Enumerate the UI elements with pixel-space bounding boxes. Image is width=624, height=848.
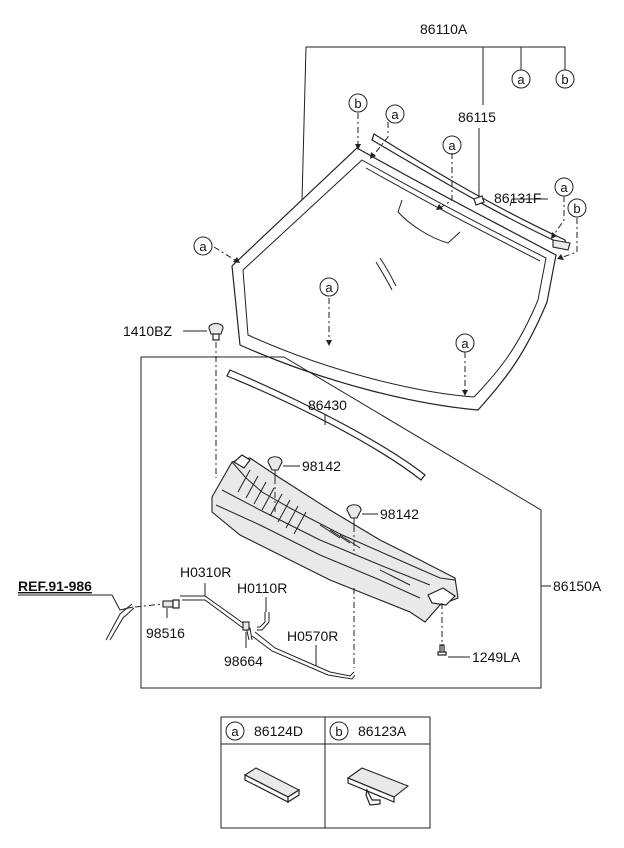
legend-table: a 86124D b 86123A bbox=[220, 716, 431, 829]
label-86150A: 86150A bbox=[553, 578, 602, 594]
svg-text:b: b bbox=[354, 96, 361, 111]
callout-b-3: b bbox=[567, 198, 587, 218]
callout-a-7: a bbox=[455, 333, 475, 353]
arrow-a-bottomright bbox=[462, 390, 468, 396]
hose-H0110R bbox=[257, 612, 270, 631]
leader-86110A-frame bbox=[301, 46, 566, 201]
callout-b-1: b bbox=[555, 69, 575, 89]
clip-1410BZ bbox=[208, 322, 224, 341]
label-1410BZ: 1410BZ bbox=[123, 323, 172, 339]
legend-part-a-illustration bbox=[243, 767, 301, 804]
callout-a-6: a bbox=[319, 277, 339, 297]
hose-H0570R bbox=[254, 631, 355, 677]
svg-text:b: b bbox=[561, 72, 568, 87]
label-86110A: 86110A bbox=[420, 21, 468, 37]
hose-H0310R bbox=[180, 595, 253, 641]
ref-hose-b bbox=[109, 607, 135, 641]
fastener-98142-b bbox=[346, 504, 362, 526]
legend-part-b-illustration bbox=[346, 767, 410, 806]
label-98664: 98664 bbox=[224, 653, 263, 669]
label-98516: 98516 bbox=[146, 625, 185, 641]
callout-a-4: a bbox=[554, 177, 574, 197]
svg-text:a: a bbox=[461, 336, 469, 351]
callout-a-1: a bbox=[511, 69, 531, 89]
arrow-a-bottom bbox=[326, 340, 332, 346]
legend-callout-a: a bbox=[225, 721, 245, 741]
arrow-b-top bbox=[355, 144, 361, 150]
fastener-98142-a bbox=[267, 456, 283, 478]
hose-H0110R-b bbox=[257, 612, 266, 628]
callout-a-2: a bbox=[385, 104, 405, 124]
dash-a-topstrip bbox=[371, 122, 389, 158]
arrow-a-right bbox=[551, 232, 557, 239]
label-H0110R: H0110R bbox=[237, 580, 287, 596]
arrow-b-right bbox=[557, 254, 564, 260]
connector-98516 bbox=[162, 599, 180, 609]
arrow-a-mid bbox=[436, 204, 443, 210]
cowl-panel bbox=[211, 454, 459, 623]
label-98142-b: 98142 bbox=[380, 506, 419, 522]
hose-H0310R-b bbox=[182, 599, 250, 641]
dash-a-left bbox=[213, 246, 239, 263]
svg-text:a: a bbox=[391, 107, 399, 122]
label-86430: 86430 bbox=[308, 397, 347, 413]
label-H0310R: H0310R bbox=[180, 564, 231, 580]
label-REF: REF.91-986 bbox=[18, 578, 92, 594]
dash-a-mid bbox=[439, 153, 453, 209]
hose-H0570R-b bbox=[251, 635, 356, 680]
leader-REF bbox=[18, 594, 134, 611]
label-86115: 86115 bbox=[458, 109, 496, 125]
label-98142-a: 98142 bbox=[302, 458, 341, 474]
arrow-a-topstrip bbox=[370, 152, 376, 159]
label-H0570R: H0570R bbox=[287, 628, 338, 644]
callout-a-3: a bbox=[442, 135, 462, 155]
svg-text:a: a bbox=[231, 724, 239, 739]
svg-text:a: a bbox=[517, 72, 525, 87]
svg-text:a: a bbox=[448, 138, 456, 153]
ref-hose-a bbox=[105, 603, 133, 641]
dash-a-right bbox=[552, 196, 565, 237]
svg-text:a: a bbox=[199, 239, 207, 254]
legend-callout-b: b bbox=[329, 721, 349, 741]
callout-a-5: a bbox=[193, 236, 213, 256]
arrow-a-left bbox=[233, 257, 240, 263]
cowl-group-frame bbox=[140, 356, 542, 689]
svg-text:b: b bbox=[335, 724, 342, 739]
dash-b-right bbox=[559, 218, 578, 259]
bolt-1249LA bbox=[437, 644, 447, 656]
windshield-assembly bbox=[231, 133, 571, 411]
leader-86131F bbox=[509, 198, 548, 207]
callout-b-2: b bbox=[348, 93, 368, 113]
svg-text:b: b bbox=[573, 201, 580, 216]
legend-part-b: 86123A bbox=[358, 723, 407, 739]
nozzle-98664 bbox=[242, 621, 250, 631]
svg-text:a: a bbox=[560, 180, 568, 195]
strip-86430 bbox=[226, 369, 426, 481]
dash-98516 bbox=[134, 603, 163, 608]
label-1249LA: 1249LA bbox=[472, 649, 521, 665]
label-86131F: 86131F bbox=[494, 190, 541, 206]
svg-text:a: a bbox=[325, 280, 333, 295]
legend-part-a: 86124D bbox=[254, 723, 303, 739]
